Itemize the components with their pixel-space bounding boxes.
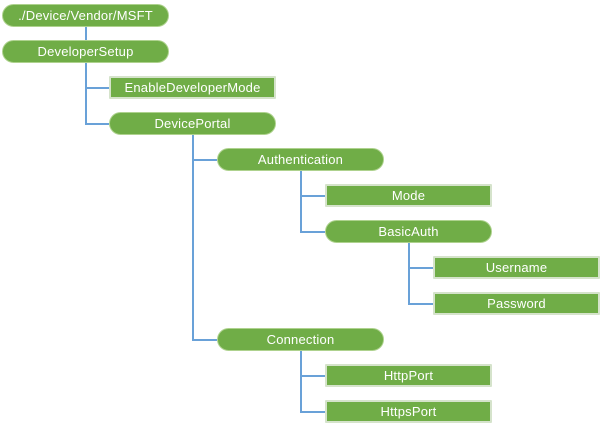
node-basicauth: BasicAuth xyxy=(325,220,492,243)
node-httpsport: HttpsPort xyxy=(325,400,492,423)
connector-connection-trunk xyxy=(299,351,302,413)
node-device-vendor-msft: ./Device/Vendor/MSFT xyxy=(2,4,169,27)
connector-branch-httpsport xyxy=(299,410,325,413)
connector-developersetup-trunk xyxy=(84,63,87,125)
connector-branch-basicauth xyxy=(299,230,325,233)
connector-branch-enabledevelopermode xyxy=(84,86,109,89)
node-mode: Mode xyxy=(325,184,492,207)
connector-branch-httpport xyxy=(299,374,325,377)
connector-deviceportal-trunk xyxy=(191,135,194,341)
connector-authentication-trunk xyxy=(299,171,302,233)
node-connection: Connection xyxy=(217,328,384,351)
node-enabledevelopermode: EnableDeveloperMode xyxy=(109,76,276,99)
connector-basicauth-trunk xyxy=(407,243,410,305)
connector-branch-connection xyxy=(191,338,217,341)
connector-branch-authentication xyxy=(191,158,217,161)
node-developersetup: DeveloperSetup xyxy=(2,40,169,63)
node-deviceportal: DevicePortal xyxy=(109,112,276,135)
connector-root-trunk xyxy=(84,27,87,40)
connector-branch-deviceportal xyxy=(84,122,109,125)
connector-branch-mode xyxy=(299,194,325,197)
node-password: Password xyxy=(433,292,600,315)
node-authentication: Authentication xyxy=(217,148,384,171)
node-httpport: HttpPort xyxy=(325,364,492,387)
node-username: Username xyxy=(433,256,600,279)
connector-branch-username xyxy=(407,266,433,269)
connector-branch-password xyxy=(407,302,433,305)
